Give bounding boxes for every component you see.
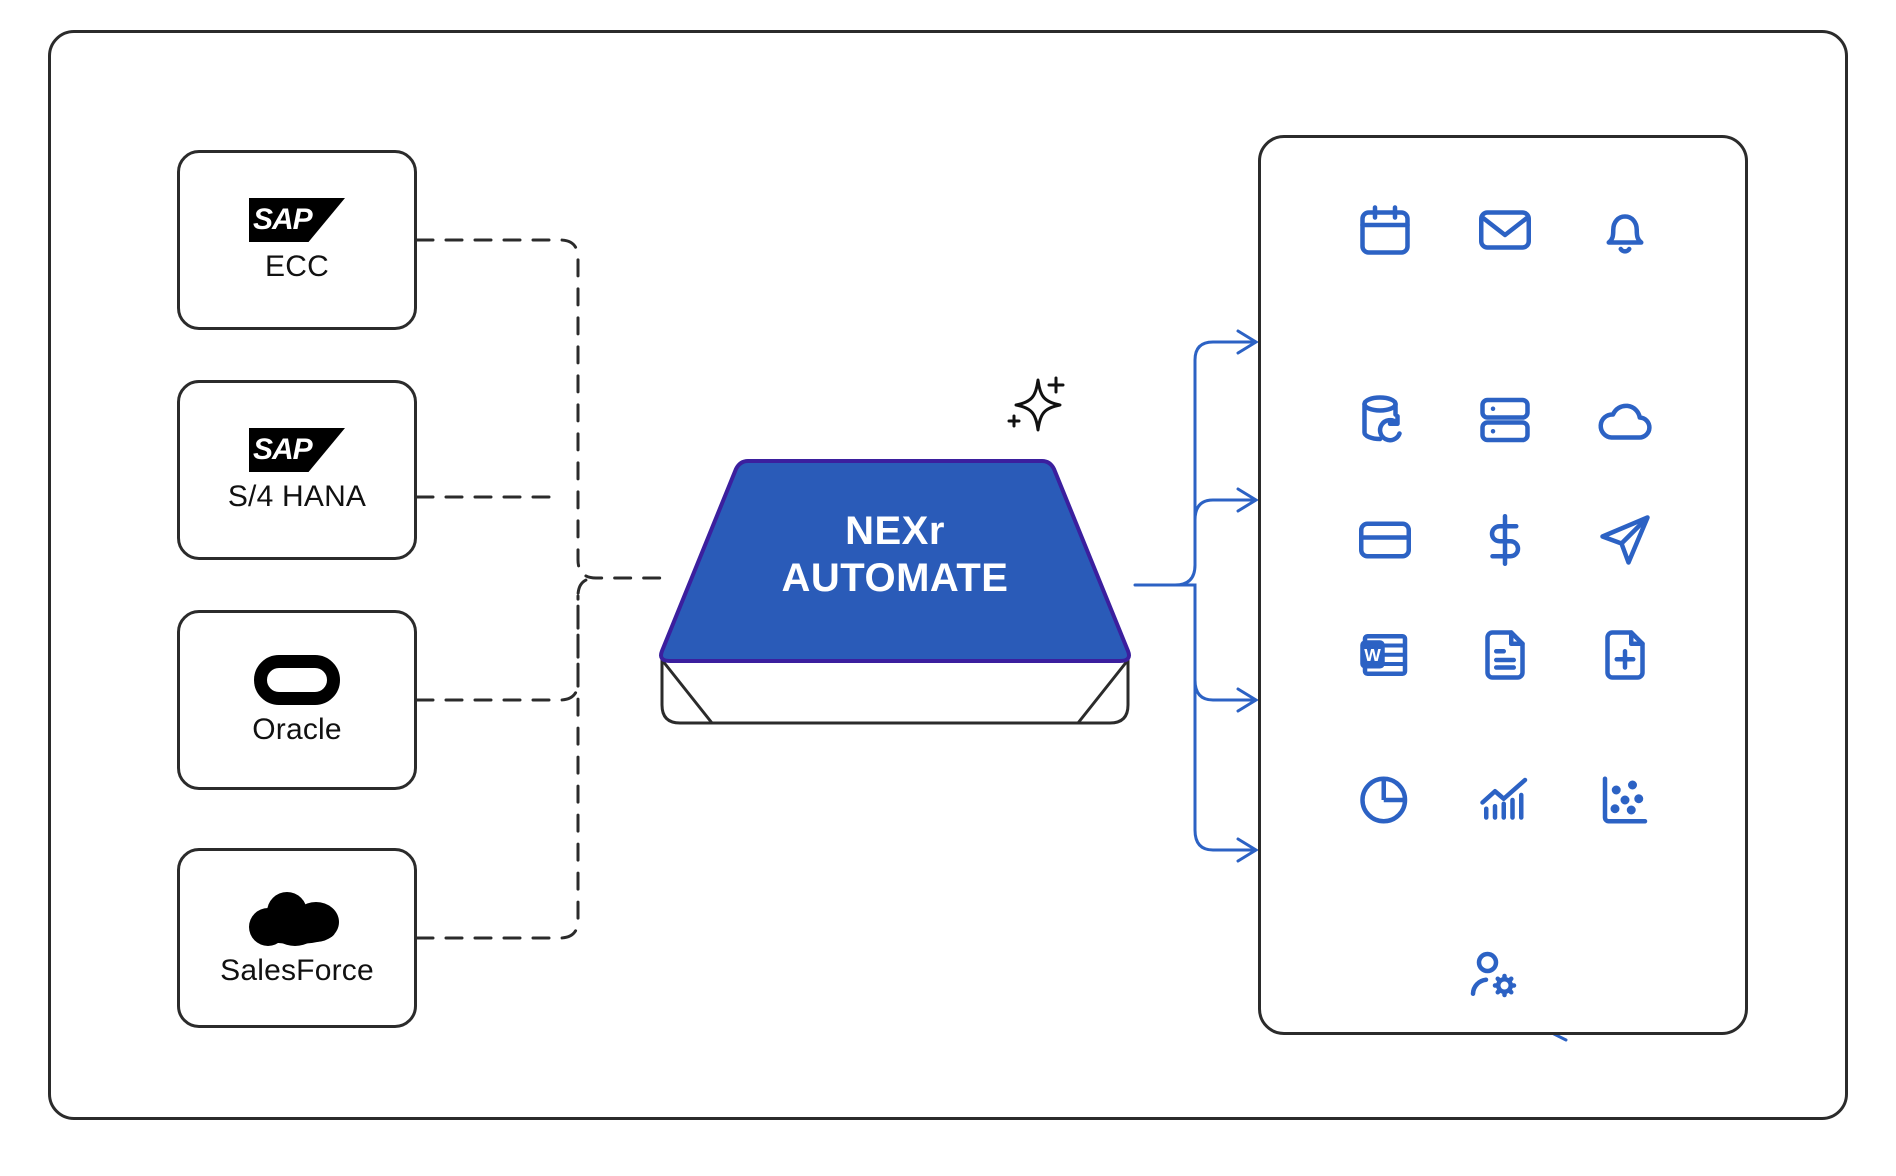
source-card-label: SalesForce	[220, 954, 374, 987]
source-card-label: S/4 HANA	[227, 480, 367, 513]
source-card-ecc[interactable]: SAP ECC	[177, 150, 417, 330]
nexr-automate-hub[interactable]: NEXr AUTOMATE	[650, 455, 1140, 735]
funnel-shape	[659, 459, 1131, 725]
word-document-icon[interactable]: W	[1355, 625, 1415, 685]
sap-logo-icon: SAP	[249, 428, 345, 472]
bell-icon[interactable]	[1595, 200, 1655, 260]
output-icon-grid: W	[1355, 200, 1655, 998]
document-text-icon[interactable]	[1475, 625, 1535, 685]
credit-card-icon[interactable]	[1355, 510, 1415, 570]
dollar-sign-icon[interactable]	[1475, 510, 1535, 570]
bar-trend-chart-icon[interactable]	[1475, 770, 1535, 830]
salesforce-logo-icon	[247, 890, 347, 946]
document-add-icon[interactable]	[1595, 625, 1655, 685]
sap-logo-icon: SAP	[249, 198, 345, 242]
source-card-salesforce[interactable]: SalesForce	[177, 848, 417, 1028]
source-card-label: ECC	[265, 250, 329, 283]
hub-label-line1: NEXr	[845, 508, 945, 553]
output-panel	[1258, 135, 1748, 1035]
database-restore-icon[interactable]	[1355, 390, 1415, 450]
svg-text:W: W	[1364, 645, 1381, 665]
source-card-oracle[interactable]: Oracle	[177, 610, 417, 790]
paper-plane-icon[interactable]	[1595, 510, 1655, 570]
envelope-icon[interactable]	[1475, 200, 1535, 260]
sparkle-icon	[1007, 376, 1065, 432]
source-card-s4hana[interactable]: SAP S/4 HANA	[177, 380, 417, 560]
scatter-plot-icon[interactable]	[1595, 770, 1655, 830]
pie-chart-icon[interactable]	[1355, 770, 1415, 830]
server-icon[interactable]	[1475, 390, 1535, 450]
source-card-label: Oracle	[252, 713, 342, 746]
calendar-icon[interactable]	[1355, 200, 1415, 260]
hub-label: NEXr AUTOMATE	[650, 455, 1140, 655]
hub-label-line2: AUTOMATE	[781, 556, 1009, 600]
cloud-icon[interactable]	[1595, 390, 1655, 450]
user-settings-icon[interactable]	[1465, 945, 1525, 1005]
oracle-logo-icon	[254, 655, 340, 705]
